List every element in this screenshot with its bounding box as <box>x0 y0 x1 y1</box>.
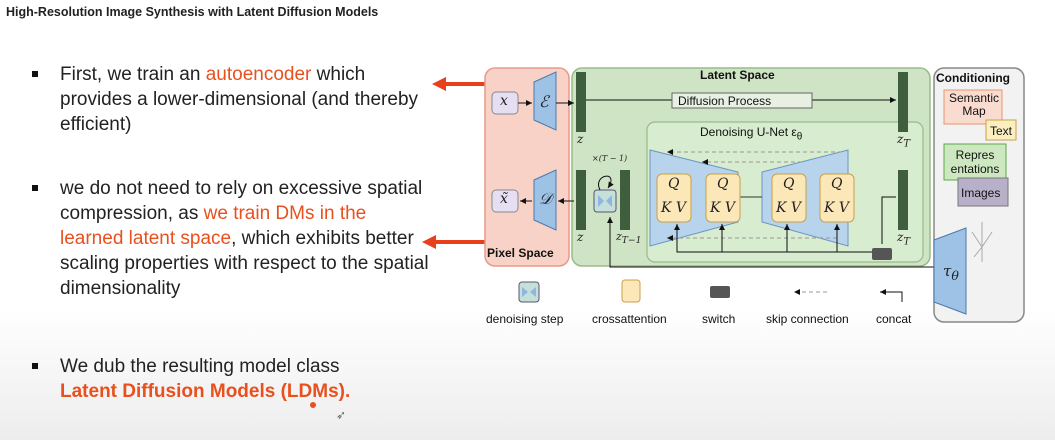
legend-switch-label: switch <box>702 312 736 326</box>
zT-label-sub: T <box>903 138 910 150</box>
encoder-block <box>533 71 557 131</box>
decoder-block <box>533 169 557 231</box>
legend-concat-icon <box>880 289 903 302</box>
bullet-marker <box>32 185 38 191</box>
tau-label-text: τ <box>943 262 952 280</box>
legend-crossattn-icon <box>621 279 641 303</box>
arrowhead-icon <box>432 77 446 91</box>
bullet-text: First, we train an <box>60 64 206 85</box>
zT-1-label-sub: T−1 <box>621 235 642 247</box>
legend-switch-icon <box>710 286 730 298</box>
denoising-step-icon <box>593 189 617 213</box>
switch-icon <box>872 248 892 260</box>
unet-label-text: Denoising U-Net ε <box>700 125 797 139</box>
bullet-marker <box>32 363 38 369</box>
repeat-label: ×(T − 1) <box>592 154 628 163</box>
q-label: Q <box>783 176 795 192</box>
z-latent-bar <box>576 72 586 132</box>
bullet-text: , which exhibits better scaling properti… <box>60 228 429 299</box>
bullet-text: We dub the resulting model class <box>60 356 340 377</box>
kv-label: K V <box>661 200 687 216</box>
bullet-accent: Latent Diffusion Models (LDMs). <box>60 381 351 402</box>
pixel-space-label: Pixel Space <box>487 246 554 260</box>
slide-title: High-Resolution Image Synthesis with Lat… <box>6 5 379 19</box>
z-label: z <box>577 132 584 146</box>
zT-input-label-text: z <box>897 230 904 244</box>
crossattn-block-1 <box>656 173 692 223</box>
legend-crossattn-label: crossattention <box>592 312 667 326</box>
zT-1-bar <box>620 170 630 230</box>
z-decoded-bar <box>576 170 586 230</box>
kv-label: K V <box>776 200 802 216</box>
cond-branch-lines <box>971 222 993 262</box>
arrowhead-icon <box>422 235 436 249</box>
legend-denoising-label: denoising step <box>486 312 564 326</box>
bullet-latent-space: we do not need to rely on excessive spat… <box>30 176 430 301</box>
legend-denoising-icon <box>518 281 540 303</box>
bullet-autoencoder: First, we train an autoencoder which pro… <box>30 62 430 137</box>
cond-text <box>985 119 1017 141</box>
diagram-graphics <box>484 67 1025 323</box>
zT-1-label: zT−1 <box>616 230 641 246</box>
q-label: Q <box>831 176 843 192</box>
bullet-text: we do not need to rely on excessive spat… <box>60 178 423 224</box>
unet-label-sub: θ <box>796 131 803 143</box>
cond-repr-label: Repres entations <box>950 148 1000 176</box>
legend-concat-label: concat <box>876 312 912 326</box>
x-tilde-output-box <box>491 189 519 213</box>
q-label: Q <box>668 176 680 192</box>
ldm-diagram: Pixel Space Latent Space Conditioning Di… <box>482 62 1030 334</box>
cond-images <box>957 177 1009 207</box>
mouse-cursor-icon: ➶ <box>336 408 347 422</box>
bullet-marker <box>32 71 38 77</box>
legend-skip-label: skip connection <box>766 312 849 326</box>
zT-latent-bar <box>898 72 908 132</box>
crossattn-block-4 <box>819 173 855 223</box>
cond-images-label: Images <box>961 186 1001 200</box>
zT-label-text: z <box>897 132 904 146</box>
cond-semantic-map <box>943 89 1003 125</box>
diffusion-process-label: Diffusion Process <box>678 94 772 108</box>
x-tilde-label: x̃ <box>500 191 508 207</box>
latent-space-label: Latent Space <box>700 68 775 82</box>
diffusion-process-box <box>671 92 813 109</box>
zT-input-label-sub: T <box>903 236 910 248</box>
cond-text-label: Text <box>990 124 1013 138</box>
unet-label: Denoising U-Net εθ <box>700 125 802 142</box>
laser-pointer-dot <box>310 402 316 408</box>
crossattn-block-2 <box>705 173 741 223</box>
x-label: x <box>500 93 508 109</box>
tau-encoder-block <box>933 227 967 315</box>
zT-input-bar <box>898 170 908 230</box>
cond-representations <box>943 143 1007 181</box>
z-decoded-label: z <box>577 230 584 244</box>
bullet-accent: we train DMs in the learned latent space <box>60 203 367 249</box>
conditioning-label: Conditioning <box>936 71 1010 85</box>
bullet-accent: autoencoder <box>205 64 312 85</box>
decoder-label: 𝒟 <box>539 189 552 208</box>
cond-semantic-label: Semantic Map <box>948 91 1000 118</box>
encoder-label: ℰ <box>539 92 549 111</box>
q-label: Q <box>717 176 729 192</box>
bullet-text: which provides a lower-dimensional (and … <box>60 64 419 135</box>
kv-label: K V <box>824 200 850 216</box>
crossattn-block-3 <box>771 173 807 223</box>
zT-label: zT <box>897 132 910 149</box>
tau-label: τθ <box>943 262 959 283</box>
kv-label: K V <box>710 200 736 216</box>
bullet-ldm: We dub the resulting model class Latent … <box>30 354 430 404</box>
zT-1-label-text: z <box>616 230 622 243</box>
zT-input-label: zT <box>897 230 910 247</box>
tau-label-sub: θ <box>951 268 959 283</box>
